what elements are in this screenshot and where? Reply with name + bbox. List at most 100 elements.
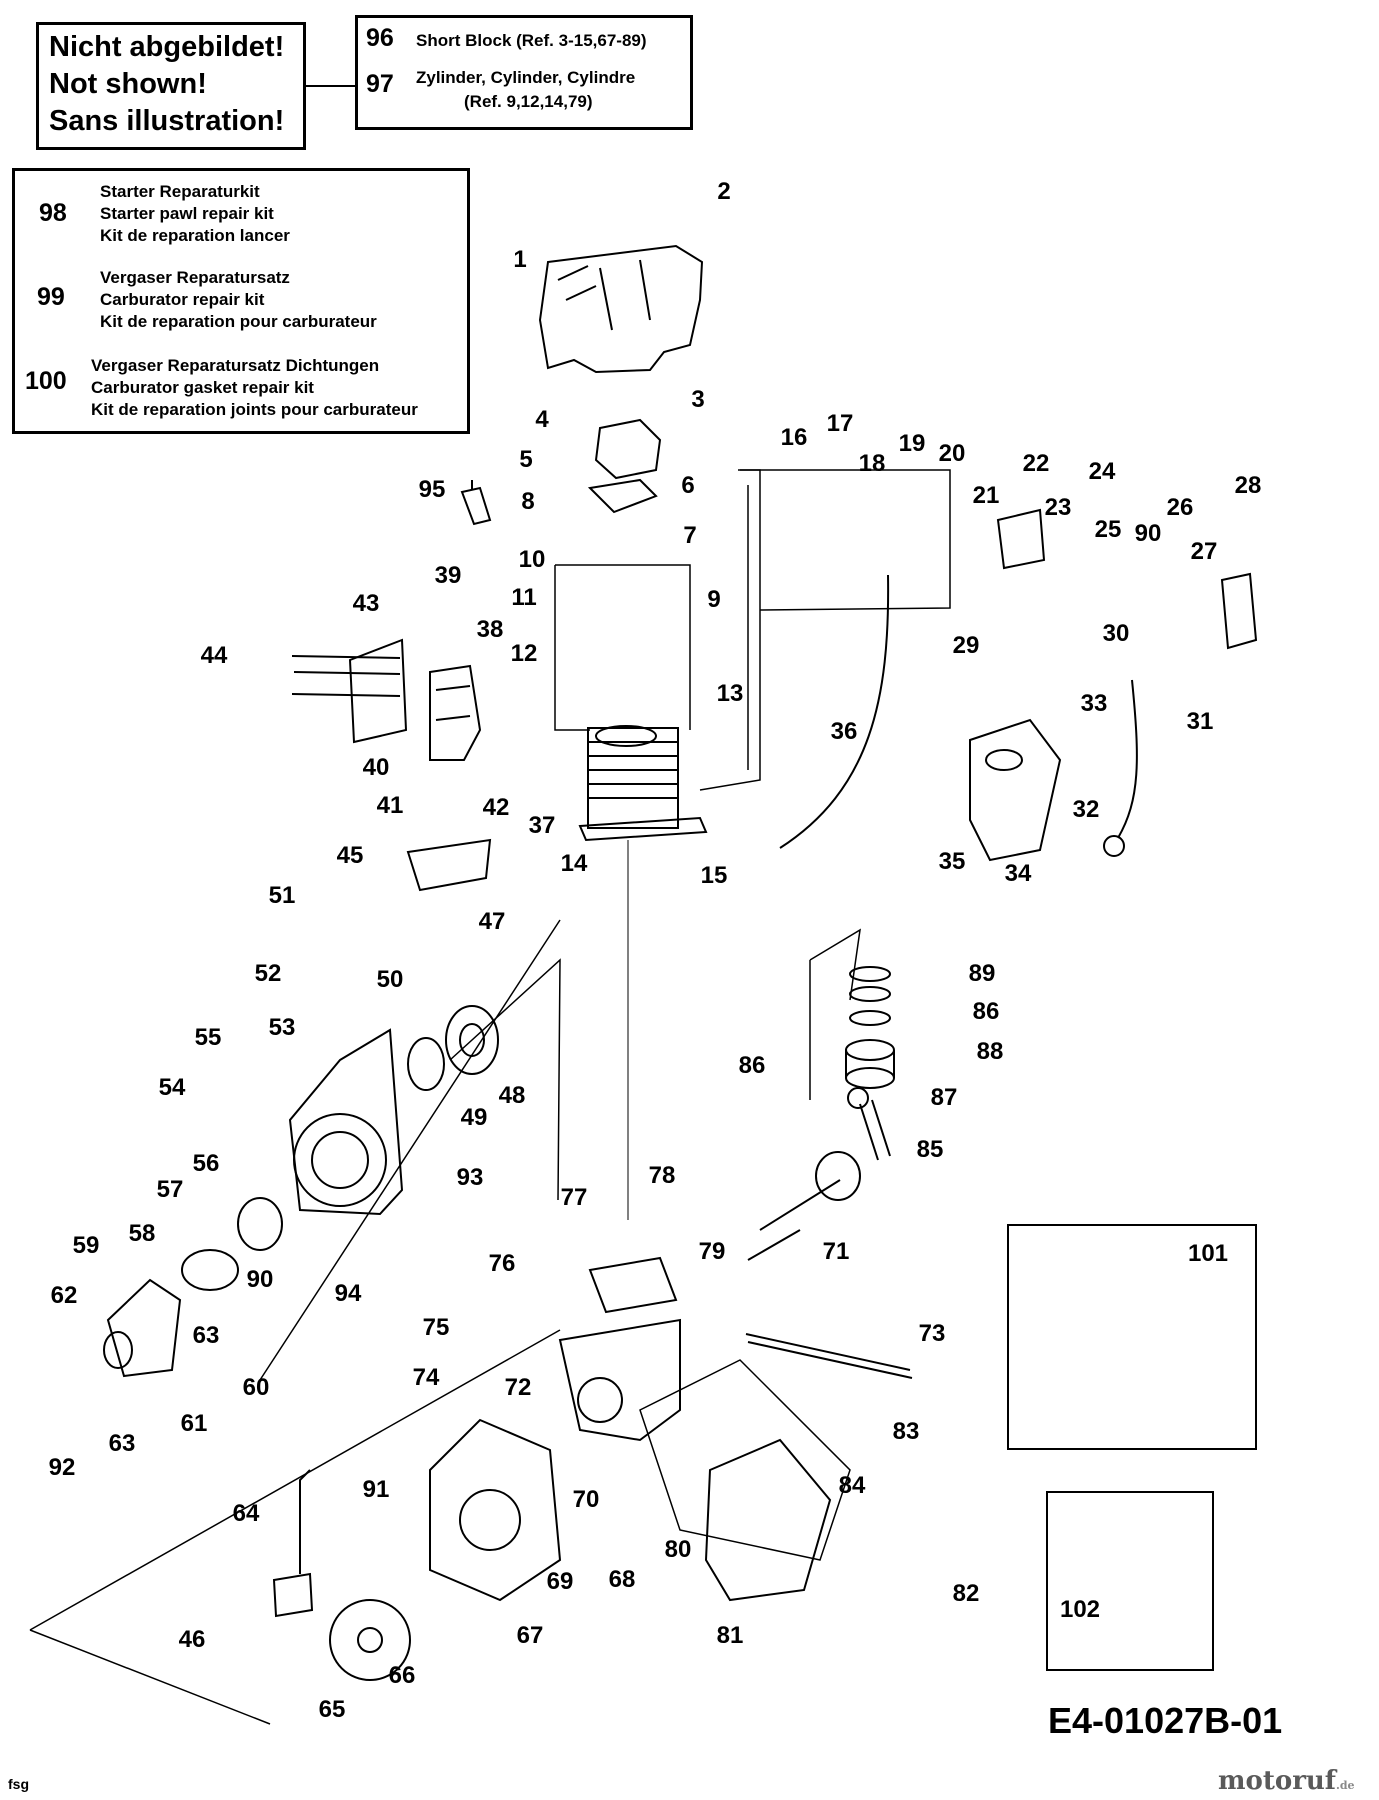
part-number-54: 54 [158,1074,186,1101]
ref-text-97a: Zylinder, Cylinder, Cylindre [416,68,636,87]
part-number-43: 43 [352,590,380,617]
kit-99-en: Carburator repair kit [100,290,265,309]
part-number-93: 93 [456,1164,484,1191]
drum-box-102 [1046,1491,1214,1671]
part-number-50: 50 [376,966,404,993]
part-number-11: 11 [511,584,537,611]
part-number-8: 8 [521,488,535,515]
part-number-87: 87 [930,1084,958,1111]
part-number-102: 102 [1059,1596,1101,1623]
ref-text-97b: (Ref. 9,12,14,79) [464,92,593,111]
kit-98-de: Starter Reparaturkit [100,182,260,201]
part-number-47: 47 [478,908,506,935]
part-number-57: 57 [156,1176,184,1203]
part-number-33: 33 [1080,690,1108,717]
part-number-83: 83 [892,1418,920,1445]
part-number-76: 76 [488,1250,516,1277]
part-number-22: 22 [1022,450,1050,477]
part-number-14: 14 [560,850,588,877]
part-number-30: 30 [1102,620,1130,647]
part-number-69: 69 [546,1568,574,1595]
part-number-42: 42 [482,794,510,821]
part-number-66: 66 [388,1662,416,1689]
part-number-60: 60 [242,1374,270,1401]
part-number-1: 1 [513,246,527,273]
part-number-68: 68 [608,1566,636,1593]
part-number-77: 77 [560,1184,588,1211]
kit-99-fr: Kit de reparation pour carburateur [100,312,377,331]
part-number-63: 63 [192,1322,220,1349]
part-number-56: 56 [192,1150,220,1177]
part-number-40: 40 [362,754,390,781]
kit-98-fr: Kit de reparation lancer [100,226,290,245]
part-number-79: 79 [698,1238,726,1265]
kit-99-de: Vergaser Reparatursatz [100,268,290,287]
part-number-18: 18 [858,450,886,477]
part-number-85: 85 [916,1136,944,1163]
part-number-35: 35 [938,848,966,875]
part-number-75: 75 [422,1314,450,1341]
part-number-4: 4 [535,406,549,433]
not-shown-fr: Sans illustration! [49,105,285,137]
part-number-13: 13 [716,680,744,707]
part-number-63: 63 [108,1430,136,1457]
part-number-61: 61 [180,1410,208,1437]
part-number-12: 12 [510,640,538,667]
part-number-91: 91 [362,1476,390,1503]
kit-number-99: 99 [37,283,65,311]
part-number-6: 6 [681,472,695,499]
not-shown-note: Nicht abgebildet! Not shown! Sans illust… [36,22,306,150]
drawing-code: E4-01027B-01 [1048,1700,1283,1741]
part-number-39: 39 [434,562,462,589]
part-number-17: 17 [826,410,854,437]
part-number-36: 36 [830,718,858,745]
part-number-2: 2 [717,178,731,205]
part-number-48: 48 [498,1082,526,1109]
brand-watermark: motoruf.de [1218,1766,1355,1796]
kit-number-98: 98 [39,199,67,227]
ref-number-97: 97 [366,70,394,98]
part-number-52: 52 [254,960,282,987]
part-number-90: 90 [246,1266,274,1293]
part-number-55: 55 [194,1024,222,1051]
part-number-3: 3 [691,386,705,413]
part-number-64: 64 [232,1500,260,1527]
kit-100-de: Vergaser Reparatursatz Dichtungen [91,356,380,375]
part-number-21: 21 [972,482,1000,509]
part-number-44: 44 [200,642,228,669]
part-number-5: 5 [519,446,533,473]
ref-number-96: 96 [366,24,394,52]
kit-number-100: 100 [25,367,67,395]
not-shown-en: Not shown! [49,68,207,100]
part-number-31: 31 [1186,708,1214,735]
part-number-86: 86 [738,1052,766,1079]
part-number-24: 24 [1088,458,1116,485]
part-number-58: 58 [128,1220,156,1247]
not-shown-de: Nicht abgebildet! [49,31,285,63]
part-number-45: 45 [336,842,364,869]
part-number-94: 94 [334,1280,362,1307]
part-number-59: 59 [72,1232,100,1259]
part-number-82: 82 [952,1580,980,1607]
part-number-70: 70 [572,1486,600,1513]
part-number-88: 88 [976,1038,1004,1065]
part-number-32: 32 [1072,796,1100,823]
part-number-16: 16 [780,424,808,451]
ref-text-96: Short Block (Ref. 3-15,67-89) [416,31,647,50]
part-number-20: 20 [938,440,966,467]
part-number-73: 73 [918,1320,946,1347]
part-number-38: 38 [476,616,504,643]
brand-suffix: .de [1336,1779,1355,1792]
part-number-49: 49 [460,1104,488,1131]
kits-box: 98 Starter Reparaturkit Starter pawl rep… [12,168,470,434]
part-number-37: 37 [528,812,556,839]
part-number-72: 72 [504,1374,532,1401]
tool-box-101 [1007,1224,1257,1450]
part-number-27: 27 [1190,538,1218,565]
part-number-29: 29 [952,632,980,659]
part-number-95: 95 [418,476,446,503]
part-number-62: 62 [50,1282,78,1309]
part-number-89: 89 [968,960,996,987]
part-number-26: 26 [1166,494,1194,521]
